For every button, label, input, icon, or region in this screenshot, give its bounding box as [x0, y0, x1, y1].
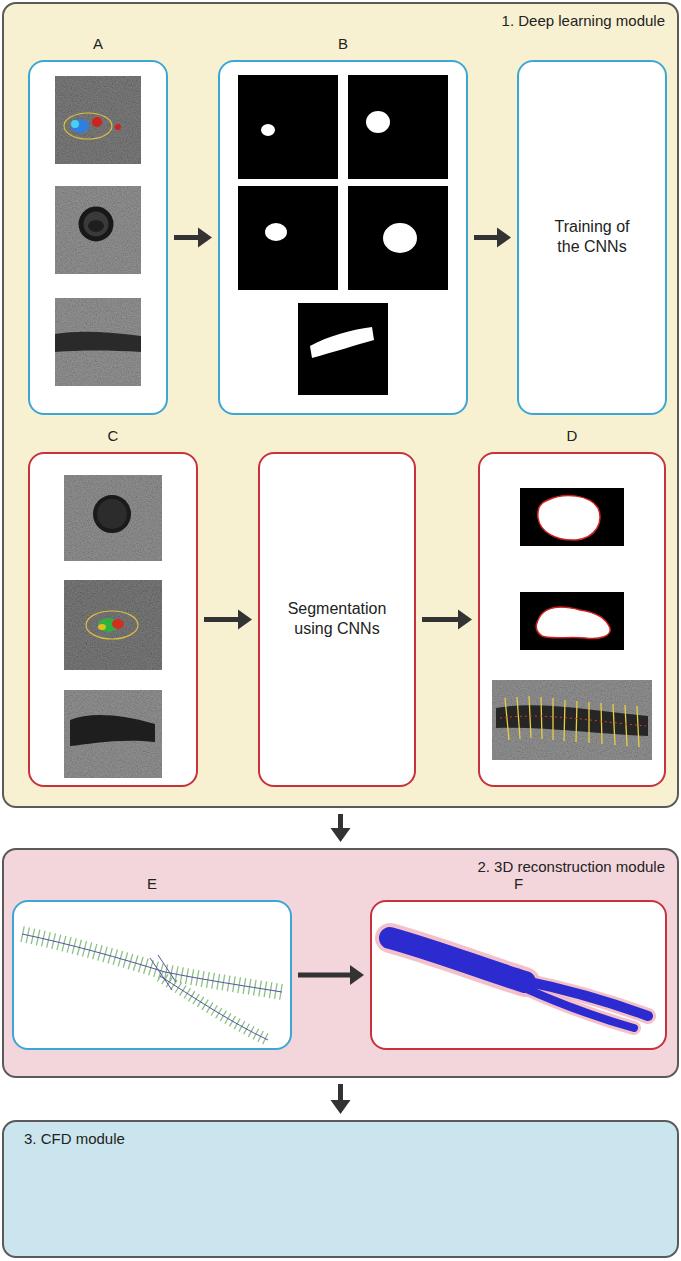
- step-label: Segmentation using CNNs: [277, 599, 397, 641]
- flow-arrow: [331, 814, 351, 842]
- image-panel: F: [370, 900, 667, 1050]
- arrow-head: [331, 1100, 351, 1114]
- image-panel: A: [28, 60, 168, 415]
- process-box: Training of the CNNs: [517, 60, 667, 415]
- flow-arrow: [331, 1084, 351, 1114]
- image-panel: C: [28, 452, 198, 787]
- module-title: 3. CFD module: [24, 1130, 125, 1147]
- step-label: Training of the CNNs: [544, 217, 640, 259]
- arrow-shaft: [338, 814, 343, 830]
- arrow-head: [331, 828, 351, 842]
- image-panel: B: [218, 60, 468, 415]
- module-panel: 2. 3D reconstruction moduleEF: [2, 848, 679, 1078]
- panel-letter: A: [30, 35, 166, 52]
- module-title: 1. Deep learning module: [502, 12, 665, 29]
- panel-letter: D: [480, 427, 664, 444]
- process-box: Segmentation using CNNs: [258, 452, 416, 787]
- panel-letter: B: [220, 35, 466, 52]
- image-panel: E: [12, 900, 292, 1050]
- arrow-shaft: [338, 1084, 343, 1102]
- panel-letter: F: [372, 875, 665, 892]
- panel-letter: C: [30, 427, 196, 444]
- panel-letter: E: [14, 875, 290, 892]
- module-panel: 1. Deep learning moduleABTraining of the…: [2, 2, 679, 808]
- image-panel: D: [478, 452, 666, 787]
- module-panel: 3. CFD module: [2, 1120, 679, 1258]
- module-title: 2. 3D reconstruction module: [477, 858, 665, 875]
